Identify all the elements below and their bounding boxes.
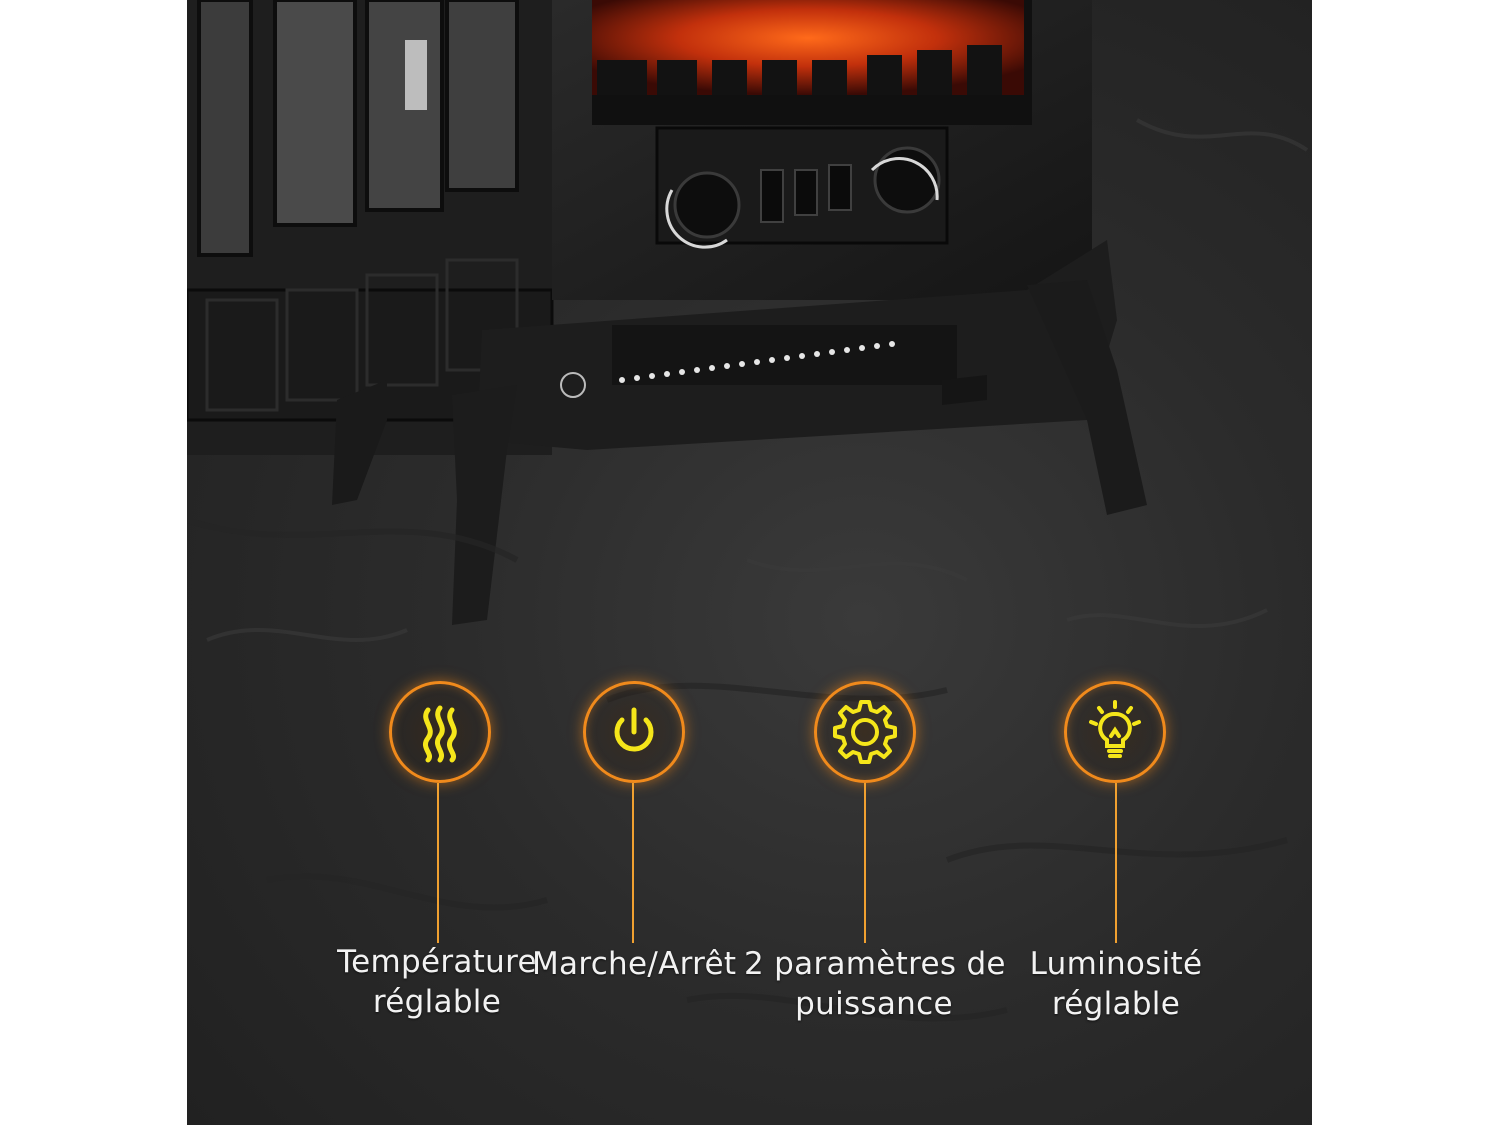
feature-label-line2: réglable bbox=[372, 984, 502, 1020]
feature-label-line2: réglable bbox=[1051, 986, 1181, 1022]
product-image: Température réglable Marche/Arrêt 2 para… bbox=[187, 0, 1312, 1125]
feature-label: Luminosité réglable bbox=[1016, 944, 1216, 1024]
feature-label: Marche/Arrêt bbox=[532, 944, 737, 984]
gear-icon bbox=[814, 681, 916, 783]
connector-line bbox=[864, 783, 866, 943]
feature-label-line1: Luminosité bbox=[1029, 946, 1203, 982]
feature-label: 2 paramètres de puissance bbox=[744, 944, 1006, 1024]
feature-label: Température réglable bbox=[337, 942, 537, 1022]
connector-line bbox=[1115, 783, 1117, 943]
lightbulb-icon bbox=[1064, 681, 1166, 783]
feature-label-line1: 2 paramètres de bbox=[744, 946, 1006, 982]
feature-label-line1: Température bbox=[337, 944, 537, 980]
connector-line bbox=[632, 783, 634, 943]
fireplace-photo bbox=[187, 0, 1309, 1022]
heat-waves-icon bbox=[389, 681, 491, 783]
power-icon bbox=[583, 681, 685, 783]
feature-label-line1: Marche/Arrêt bbox=[532, 946, 737, 982]
feature-label-line2: puissance bbox=[795, 986, 953, 1022]
connector-line bbox=[437, 783, 439, 943]
